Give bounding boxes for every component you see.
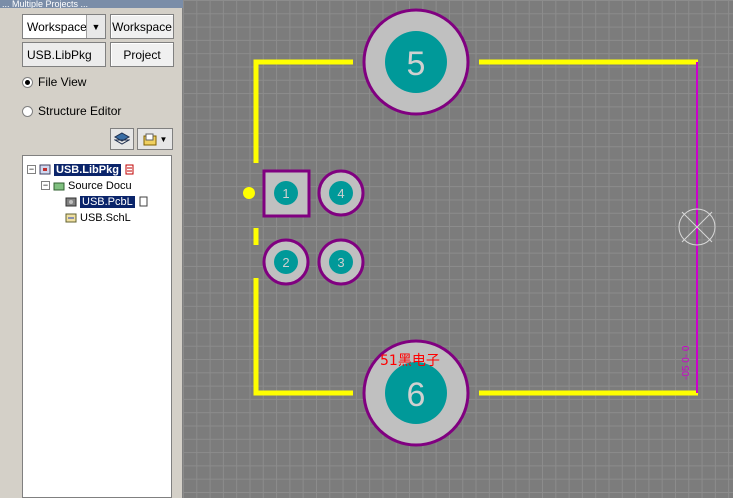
pin1-marker xyxy=(243,187,255,199)
tree-node-folder[interactable]: − Source Docu xyxy=(41,178,132,193)
tree-node-root[interactable]: − USB.LibPkg xyxy=(27,162,135,177)
document-icon xyxy=(139,196,148,207)
file-view-label: File View xyxy=(38,75,87,89)
structure-editor-radio[interactable]: Structure Editor xyxy=(22,104,121,118)
pad-2[interactable]: 2 xyxy=(262,238,310,286)
pad-3-label: 3 xyxy=(337,255,344,270)
project-tree[interactable]: − USB.LibPkg − Source Docu USB.PcbL USB.… xyxy=(22,155,172,498)
panel-titlebar: ... Multiple Projects ... xyxy=(0,0,183,8)
layers-button[interactable] xyxy=(110,128,134,150)
tree-node-folder-label: Source Docu xyxy=(68,179,132,192)
tree-node-schlib-label: USB.SchL xyxy=(80,211,131,224)
pad-1[interactable]: 1 xyxy=(262,169,311,218)
dimension-label: -05 0- 0 xyxy=(681,345,692,380)
tree-node-root-label: USB.LibPkg xyxy=(54,163,121,176)
pad-5[interactable]: 5 xyxy=(362,8,470,116)
layers-icon xyxy=(114,132,130,145)
tree-node-pcblib[interactable]: USB.PcbL xyxy=(65,194,149,209)
project-field[interactable]: USB.LibPkg xyxy=(22,42,106,67)
document-modified-icon xyxy=(125,164,134,175)
schematic-library-icon xyxy=(65,213,77,223)
collapse-icon[interactable]: − xyxy=(27,164,36,174)
projects-panel: ... Multiple Projects ... Workspace1 ▼ W… xyxy=(0,0,183,498)
project-button[interactable]: Project xyxy=(110,42,174,67)
pad-4[interactable]: 4 xyxy=(317,169,365,217)
pad-1-label: 1 xyxy=(282,186,289,201)
workspace-combo[interactable]: Workspace1 ▼ xyxy=(22,14,106,39)
package-icon xyxy=(39,164,51,175)
tree-node-schlib[interactable]: USB.SchL xyxy=(65,210,131,225)
radio-unchecked-icon[interactable] xyxy=(22,105,33,117)
pcb-canvas[interactable]: -05 0- 0 5 1 4 2 xyxy=(183,0,733,498)
chevron-down-icon[interactable]: ▼ xyxy=(86,15,105,38)
watermark-text: 51黑电子 xyxy=(380,353,440,369)
pad-2-label: 2 xyxy=(282,255,289,270)
pcb-footprint[interactable]: -05 0- 0 5 1 4 2 xyxy=(183,0,733,498)
pad-4-label: 4 xyxy=(337,186,344,201)
collapse-icon[interactable]: − xyxy=(41,180,50,190)
pad-5-label: 5 xyxy=(407,45,426,83)
tree-node-pcblib-label: USB.PcbL xyxy=(80,195,135,208)
file-view-radio[interactable]: File View xyxy=(22,75,86,89)
open-document-button[interactable]: ▼ xyxy=(137,128,173,150)
pad-3[interactable]: 3 xyxy=(317,238,365,286)
outline-bottom-left xyxy=(253,278,353,396)
folder-icon xyxy=(53,182,65,191)
radio-checked-icon[interactable] xyxy=(22,76,33,88)
structure-editor-label: Structure Editor xyxy=(38,104,122,118)
outline-top-left xyxy=(253,59,353,163)
pad-6[interactable]: 6 xyxy=(362,339,470,447)
pad-6-label: 6 xyxy=(407,376,426,414)
chevron-down-icon[interactable]: ▼ xyxy=(159,134,168,144)
silkscreen-outline xyxy=(253,59,698,396)
pcb-library-icon xyxy=(65,197,77,207)
workspace-button[interactable]: Workspace xyxy=(110,14,174,39)
folder-open-icon xyxy=(143,133,157,145)
origin-crosshair-icon xyxy=(678,208,716,246)
workspace-combo-label: Workspace1 xyxy=(27,19,94,34)
